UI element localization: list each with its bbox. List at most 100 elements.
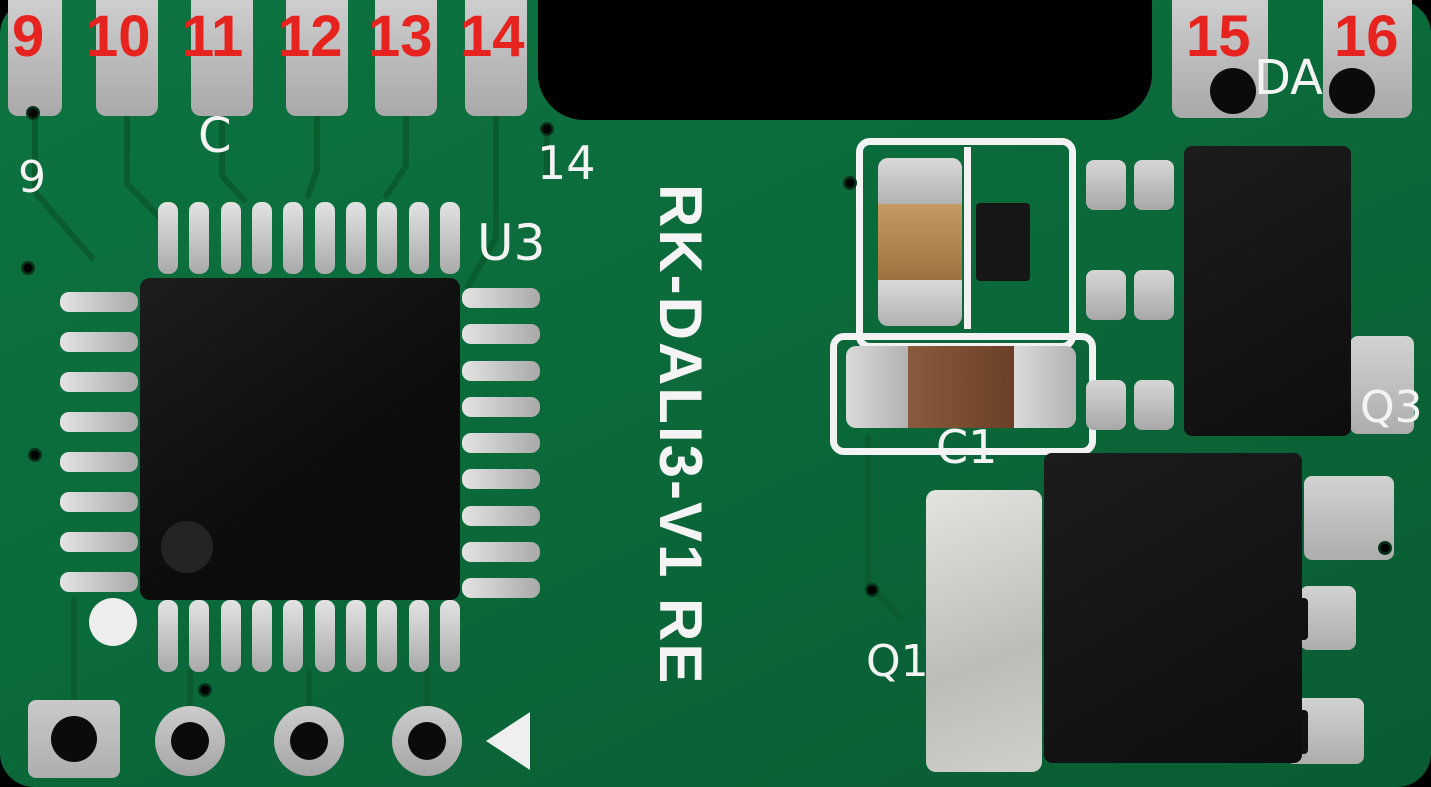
pad-number-13: 13	[368, 4, 433, 69]
ic-pin-row-bottom	[158, 600, 460, 672]
capacitor-terminal	[846, 346, 908, 428]
drill-hole	[408, 722, 446, 760]
ic-pin	[408, 600, 429, 672]
ic-pin	[220, 202, 241, 274]
q3-tab-pad	[1350, 336, 1414, 434]
pin1-dot	[161, 521, 213, 573]
silkscreen-label-c: C	[198, 108, 232, 164]
plated-hole-ring	[155, 706, 225, 776]
ic-pin	[283, 600, 304, 672]
capacitor-c1-body	[846, 346, 1076, 428]
ic-pin	[60, 292, 138, 312]
drill-hole	[290, 722, 328, 760]
ic-pin	[462, 396, 540, 417]
pad-number-15: 15	[1186, 4, 1251, 69]
ic-pin	[158, 600, 178, 672]
edge-pad-9	[8, 0, 62, 116]
silkscreen-title: RK-DALI3-V1 RE	[647, 184, 714, 686]
ic-pin	[462, 578, 540, 598]
board-edge-notch	[538, 0, 1152, 120]
ic-pin	[462, 505, 540, 526]
via-hole	[26, 106, 40, 120]
via-hole	[198, 683, 212, 697]
ic-pin-row-top	[158, 202, 460, 274]
silkscreen-ref-c1: C1	[936, 420, 998, 474]
capacitor-terminal	[878, 280, 962, 326]
via-hole	[21, 261, 35, 275]
ic-pin	[439, 600, 460, 672]
ic-pin	[283, 202, 304, 274]
silkscreen-ref-da: DA	[1254, 50, 1323, 106]
edge-pad-14	[465, 0, 527, 116]
chip-resistor-pad	[1086, 270, 1126, 320]
ic-pin	[60, 572, 138, 592]
capacitor-body	[908, 346, 1014, 428]
pad-number-9: 9	[12, 4, 45, 69]
ic-pin	[189, 600, 210, 672]
chip-resistor	[1086, 270, 1174, 320]
capacitor-terminal	[1014, 346, 1076, 428]
chip-resistor-pad	[1134, 380, 1174, 430]
polarity-triangle-icon	[486, 712, 530, 770]
via-hole	[843, 176, 857, 190]
silkscreen-ref-u3: U3	[477, 214, 546, 272]
plated-hole-ring	[392, 706, 462, 776]
ic-pin	[314, 202, 335, 274]
capacitor-terminal	[878, 158, 962, 204]
pad-number-11: 11	[182, 4, 244, 69]
pad-number-14: 14	[460, 4, 525, 69]
ic-pin	[462, 433, 540, 453]
ic-pin-row-left	[60, 292, 138, 592]
silkscreen-dot	[89, 598, 137, 646]
ic-pin	[462, 360, 540, 381]
ic-pin	[189, 202, 210, 274]
silkscreen-ref-q1: Q1	[866, 636, 929, 687]
chip-resistor-pad	[1086, 160, 1126, 210]
drill-hole	[171, 722, 209, 760]
pad-number-12: 12	[278, 4, 343, 69]
ic-pin	[462, 541, 540, 562]
ic-pin	[462, 288, 540, 308]
edge-pad-13	[375, 0, 437, 116]
plated-hole-ring	[274, 706, 344, 776]
ic-pin	[377, 202, 398, 274]
black-component	[976, 203, 1030, 281]
ic-pin	[220, 600, 241, 672]
ic-pin	[462, 324, 540, 345]
ic-pin-row-right	[462, 288, 540, 598]
pad-number-16: 16	[1334, 4, 1399, 69]
ic-pin	[60, 372, 138, 392]
silkscreen-label-14: 14	[537, 136, 596, 190]
edge-pad-10	[96, 0, 158, 116]
silkscreen-divider	[964, 147, 971, 329]
ic-pin	[251, 600, 272, 672]
via-hole	[540, 122, 554, 136]
ic-pin	[408, 202, 429, 274]
transistor-q3-body	[1184, 146, 1351, 436]
q1-solder-pad	[926, 490, 1042, 772]
ic-pin	[377, 600, 398, 672]
chip-resistor	[1086, 160, 1174, 210]
via-hole	[1378, 541, 1392, 555]
chip-resistor	[1086, 380, 1174, 430]
ic-pin	[60, 492, 138, 512]
edge-pad-12	[286, 0, 348, 116]
ic-pin	[345, 600, 366, 672]
ic-pin	[462, 469, 540, 490]
capacitor-body	[878, 204, 962, 280]
chip-resistor-pad	[1086, 380, 1126, 430]
ic-pin	[439, 202, 460, 274]
drill-hole-16	[1329, 68, 1375, 114]
edge-pad-11	[191, 0, 253, 116]
silkscreen-ref-q3: Q3	[1360, 382, 1423, 433]
q1-tab-pad	[1300, 586, 1356, 650]
via-hole	[865, 583, 879, 597]
drill-hole-15	[1210, 68, 1256, 114]
mounting-pad-square	[28, 700, 120, 778]
pad-number-10: 10	[86, 4, 151, 69]
ic-pin	[314, 600, 335, 672]
chip-resistor-pad	[1134, 270, 1174, 320]
ic-pin	[158, 202, 178, 274]
